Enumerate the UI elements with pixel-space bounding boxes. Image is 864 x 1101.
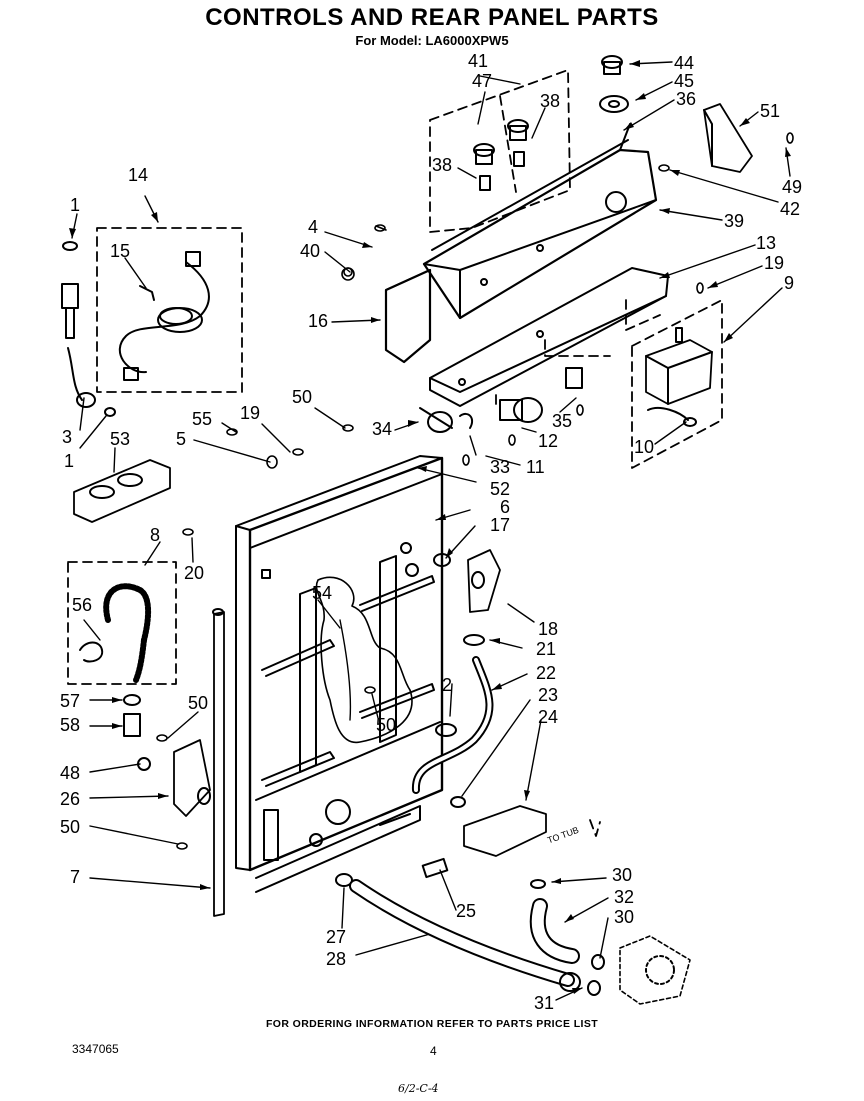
callout-42: 42 (780, 199, 801, 219)
callout-33: 33 (490, 457, 511, 477)
screws (156, 132, 794, 850)
callout-4: 4 (308, 217, 319, 237)
callout-5: 5 (176, 429, 187, 449)
callout-21: 21 (536, 639, 557, 659)
callout-28: 28 (326, 949, 347, 969)
callout-36: 36 (676, 89, 697, 109)
callout-30b: 30 (614, 907, 635, 927)
inlet-hose-parts (61, 241, 171, 523)
switch-parts (419, 367, 583, 433)
callout-51: 51 (760, 101, 781, 121)
callout-45: 45 (674, 71, 695, 91)
callout-35: 35 (552, 411, 573, 431)
ordering-note: FOR ORDERING INFORMATION REFER TO PARTS … (265, 1018, 599, 1030)
callout-52: 52 (490, 479, 511, 499)
callout-44: 44 (674, 53, 695, 73)
handwritten-note: 6/2-C-4 (398, 1082, 439, 1095)
callout-1a: 1 (70, 195, 81, 215)
callout-27: 27 (326, 927, 347, 947)
model-subtitle: For Model: LA6000XPW5 (355, 33, 509, 48)
callout-9: 9 (784, 273, 795, 293)
callout-38b: 38 (432, 155, 453, 175)
callout-31: 31 (534, 993, 555, 1013)
power-cord (118, 251, 210, 381)
callout-38a: 38 (540, 91, 561, 111)
callout-55: 55 (192, 409, 213, 429)
callout-24: 24 (538, 707, 559, 727)
callout-16: 16 (308, 311, 329, 331)
callout-19b: 19 (764, 253, 785, 273)
callout-15: 15 (110, 241, 131, 261)
knob-parts (473, 55, 631, 191)
page-title: CONTROLS AND REAR PANEL PARTS (205, 4, 659, 31)
callout-49: 49 (782, 177, 803, 197)
callout-23: 23 (538, 685, 559, 705)
callout-58: 58 (60, 715, 81, 735)
callout-40: 40 (300, 241, 321, 261)
callout-56: 56 (72, 595, 93, 615)
callout-12: 12 (538, 431, 559, 451)
callout-53: 53 (110, 429, 131, 449)
rear-panel (235, 455, 444, 893)
callout-32: 32 (614, 887, 635, 907)
callout-7: 7 (70, 867, 81, 887)
timer-part (645, 327, 713, 427)
callout-6: 6 (500, 497, 511, 517)
drain-hose-parts (79, 583, 152, 771)
callout-3: 3 (62, 427, 73, 447)
callout-47: 47 (472, 71, 493, 91)
callout-13: 13 (756, 233, 777, 253)
callout-34: 34 (372, 419, 393, 439)
callout-10: 10 (634, 437, 655, 457)
callout-22: 22 (536, 663, 557, 683)
callout-11: 11 (526, 457, 545, 477)
callout-26: 26 (60, 789, 81, 809)
callout-30a: 30 (612, 865, 633, 885)
wiring-harness (315, 576, 413, 744)
console-assembly (384, 103, 753, 407)
callout-1b: 1 (64, 451, 75, 471)
callout-25: 25 (456, 901, 477, 921)
water-valve-parts (412, 549, 547, 857)
callout-19a: 19 (240, 403, 261, 423)
callout-50a: 50 (292, 387, 313, 407)
callout-20: 20 (184, 563, 205, 583)
callout-57: 57 (60, 691, 81, 711)
callout-50d: 50 (60, 817, 81, 837)
callout-18: 18 (538, 619, 559, 639)
leader-lines (71, 61, 791, 1001)
callout-50b: 50 (376, 715, 397, 735)
callout-17: 17 (490, 515, 511, 535)
callout-50c: 50 (188, 693, 209, 713)
bottom-hose-parts (335, 857, 691, 1005)
callout-48: 48 (60, 763, 81, 783)
callout-2: 2 (442, 675, 453, 695)
leader-arrowheads (69, 60, 791, 994)
page-number: 4 (430, 1044, 437, 1058)
pump-and-brace (173, 608, 225, 917)
callout-14: 14 (128, 165, 149, 185)
callout-39: 39 (724, 211, 745, 231)
callout-8: 8 (150, 525, 161, 545)
group-boxes (67, 69, 723, 837)
callout-54: 54 (312, 583, 333, 603)
document-number: 3347065 (72, 1042, 119, 1056)
callout-41: 41 (468, 51, 489, 71)
